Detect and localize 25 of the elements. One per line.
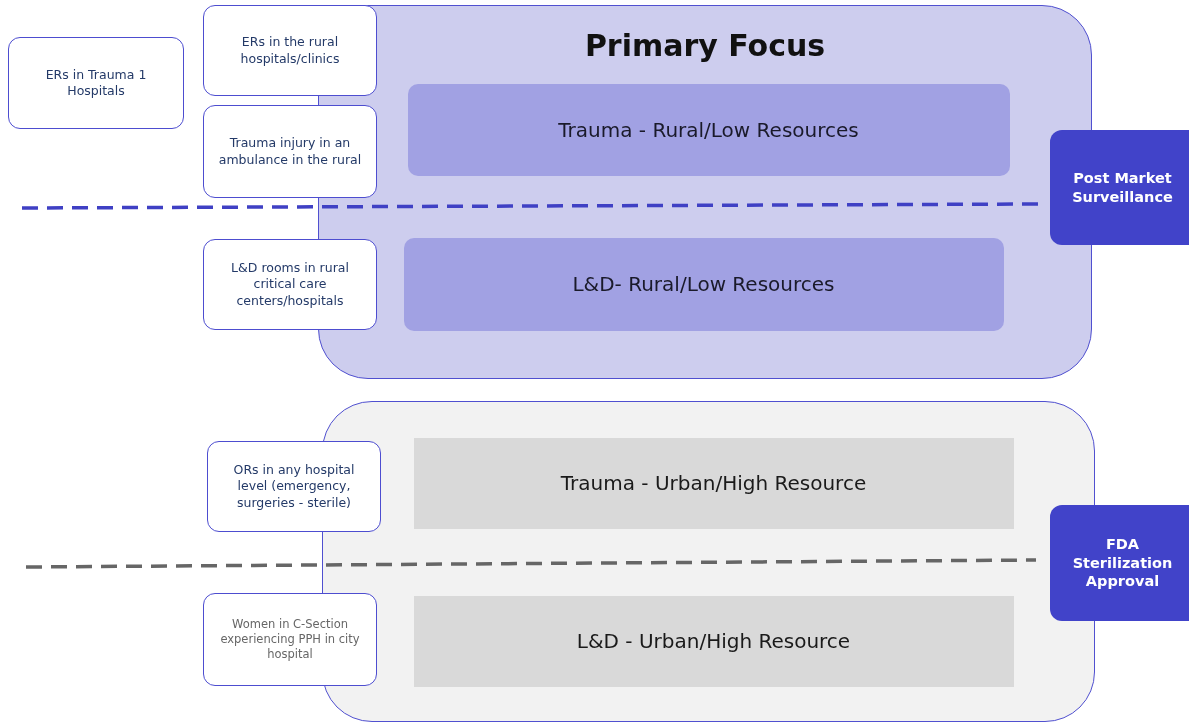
box-label: Trauma injury in an ambulance in the rural [217, 135, 363, 168]
box-label: L&D- Rural/Low Resources [572, 271, 835, 297]
box-label: L&D rooms in rural critical care centers/hospitals [230, 260, 350, 309]
location-box [207, 441, 381, 532]
category-band [403, 237, 1004, 331]
box-label: Trauma - Rural/Low Resources [558, 116, 859, 143]
category-band [413, 595, 1014, 687]
regulatory-tab [1050, 130, 1189, 245]
box-label: ERs in Trauma 1 Hospitals [44, 66, 148, 100]
box-label: ORs in any hospital level (emergency, surgeries - sterile) [232, 462, 356, 511]
location-box [203, 5, 377, 96]
category-band [413, 437, 1014, 529]
location-box [8, 37, 184, 129]
box-label: ERs in the rural hospitals/clinics [239, 34, 341, 67]
regulatory-tab [1050, 505, 1189, 621]
location-box [203, 105, 377, 198]
panel-title: Primary Focus [584, 27, 826, 65]
location-box [203, 239, 377, 330]
category-band [407, 83, 1010, 176]
box-label: Women in C-Section experiencing PPH in city hospital [219, 617, 361, 662]
box-label: FDA Sterilization Approval [1071, 534, 1174, 592]
location-box [203, 593, 377, 686]
box-label: Trauma - Urban/High Resource [560, 470, 867, 496]
box-label: Post Market Surveillance [1071, 168, 1174, 207]
box-label: L&D - Urban/High Resource [576, 628, 851, 654]
